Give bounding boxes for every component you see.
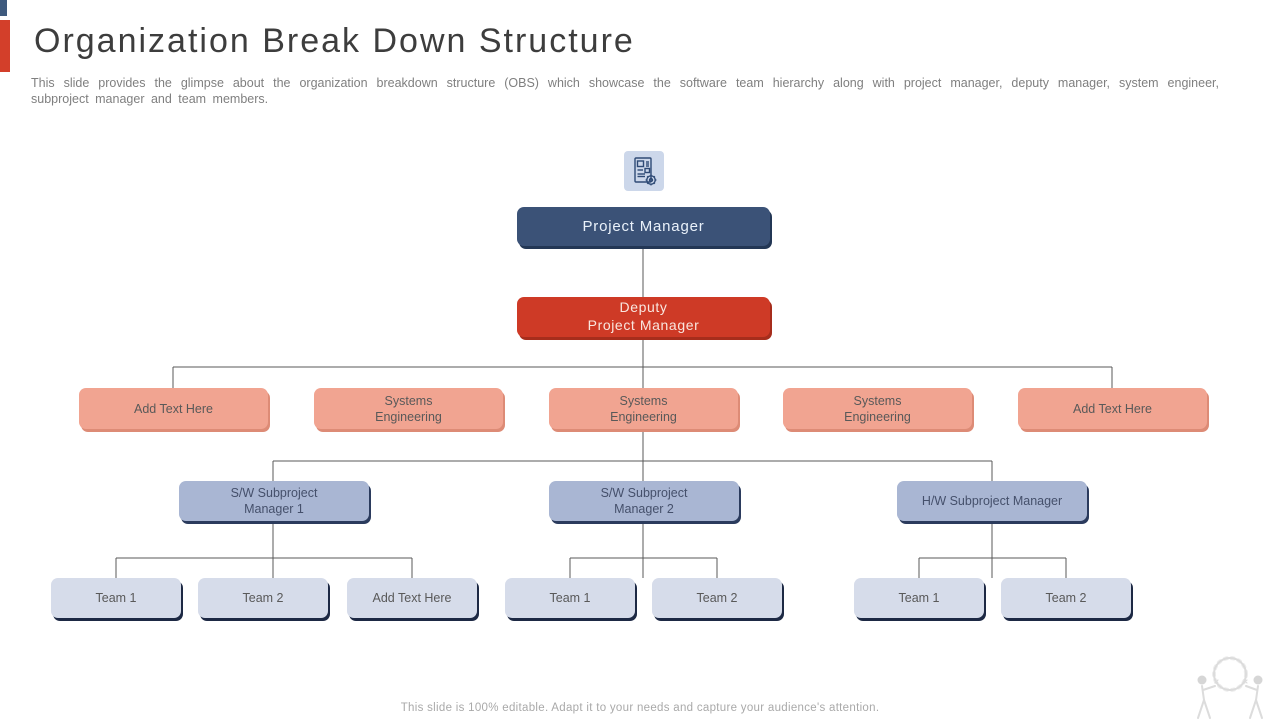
org-node-systems-engineering-3[interactable]: Systems Engineering: [783, 388, 972, 429]
org-node-team[interactable]: Team 1: [854, 578, 984, 618]
org-node-hw-subproject-manager[interactable]: H/W Subproject Manager: [897, 481, 1087, 521]
org-node-team[interactable]: Team 1: [51, 578, 181, 618]
org-node-sw-subproject-manager-1[interactable]: S/W Subproject Manager 1: [179, 481, 369, 521]
page-title: Organization Break Down Structure: [34, 22, 635, 60]
org-node-systems-engineering-1[interactable]: Systems Engineering: [314, 388, 503, 429]
editable-note: This slide is 100% editable. Adapt it to…: [400, 702, 880, 714]
edge-accent-bar-blue: [0, 0, 7, 16]
edge-accent-bar-red: [0, 20, 10, 72]
org-node-team[interactable]: Team 2: [1001, 578, 1131, 618]
org-node-sw-subproject-manager-2[interactable]: S/W Subproject Manager 2: [549, 481, 739, 521]
org-node-team[interactable]: Team 1: [505, 578, 635, 618]
org-node-systems-engineering-2[interactable]: Systems Engineering: [549, 388, 738, 429]
document-gear-icon: [624, 151, 664, 191]
org-node-add-text-right[interactable]: Add Text Here: [1018, 388, 1207, 429]
org-node-deputy-project-manager[interactable]: Deputy Project Manager: [517, 297, 770, 337]
org-node-team-add-text[interactable]: Add Text Here: [347, 578, 477, 618]
slide-description: This slide provides the glimpse about th…: [31, 76, 1219, 107]
org-node-add-text-left[interactable]: Add Text Here: [79, 388, 268, 429]
org-node-team[interactable]: Team 2: [652, 578, 782, 618]
two-people-turning-gear-icon: [1197, 656, 1263, 719]
org-node-project-manager[interactable]: Project Manager: [517, 207, 770, 246]
org-node-team[interactable]: Team 2: [198, 578, 328, 618]
